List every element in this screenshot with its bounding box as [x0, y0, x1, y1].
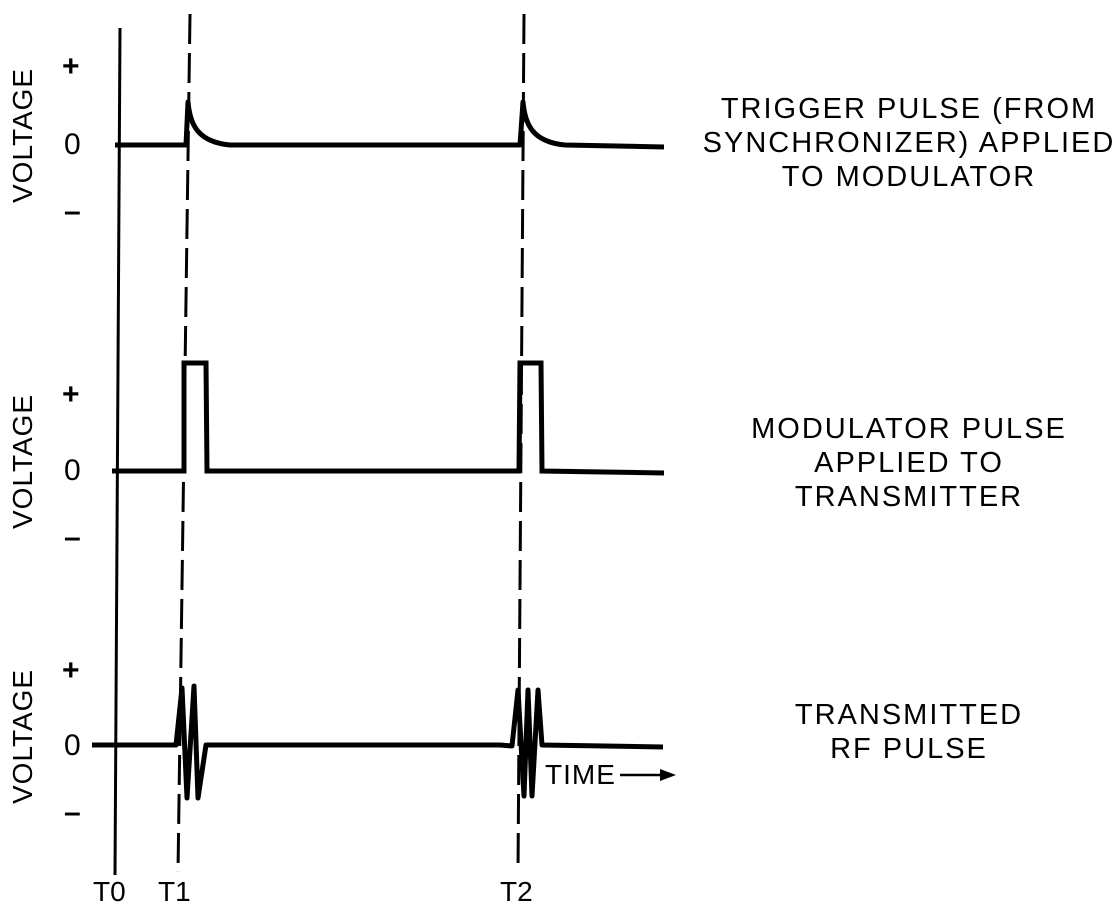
panel3-zero: 0 [64, 729, 81, 762]
rf-caption-line1: TRANSMITTED [794, 699, 1024, 731]
tick-t2: T2 [500, 876, 533, 907]
trigger-caption: TRIGGER PULSE (FROM SYNCHRONIZER) APPLIE… [700, 92, 1118, 194]
panel2-minus-sign: – [64, 521, 81, 554]
panel1-voltage-label: VOLTAGE [7, 67, 38, 203]
tick-t1: T1 [158, 876, 191, 907]
rf-caption-line2: RF PULSE [830, 733, 988, 765]
trigger-pulse-trace [115, 99, 665, 150]
time-arrow-head [660, 769, 676, 781]
trigger-caption-line2: SYNCHRONIZER) APPLIED [702, 127, 1116, 159]
t0-axis-line [113, 27, 122, 876]
rf-pulse-trace [92, 683, 664, 801]
panel1-zero: 0 [64, 128, 81, 161]
time-label: TIME [545, 759, 616, 790]
modulator-caption-line2: APPLIED TO [814, 447, 1004, 479]
trigger-caption-line1: TRIGGER PULSE (FROM [720, 93, 1098, 125]
panel1-minus-sign: – [64, 195, 81, 228]
panel3-plus-sign: + [62, 654, 80, 687]
panel3-voltage-label: VOLTAGE [7, 668, 38, 804]
panel2-zero: 0 [64, 454, 81, 487]
panel1-plus-sign: + [62, 50, 80, 83]
rf-caption: TRANSMITTED RF PULSE [700, 698, 1118, 766]
trigger-caption-line3: TO MODULATOR [781, 161, 1037, 193]
panel2-voltage-label: VOLTAGE [7, 393, 38, 529]
tick-t0: T0 [93, 876, 126, 907]
modulator-caption-line1: MODULATOR PULSE [751, 413, 1067, 445]
modulator-caption-line3: TRANSMITTER [794, 481, 1024, 513]
panel2-plus-sign: + [62, 378, 80, 411]
panel3-minus-sign: – [64, 796, 81, 829]
modulator-pulse-trace [112, 360, 665, 476]
modulator-caption: MODULATOR PULSE APPLIED TO TRANSMITTER [700, 412, 1118, 514]
